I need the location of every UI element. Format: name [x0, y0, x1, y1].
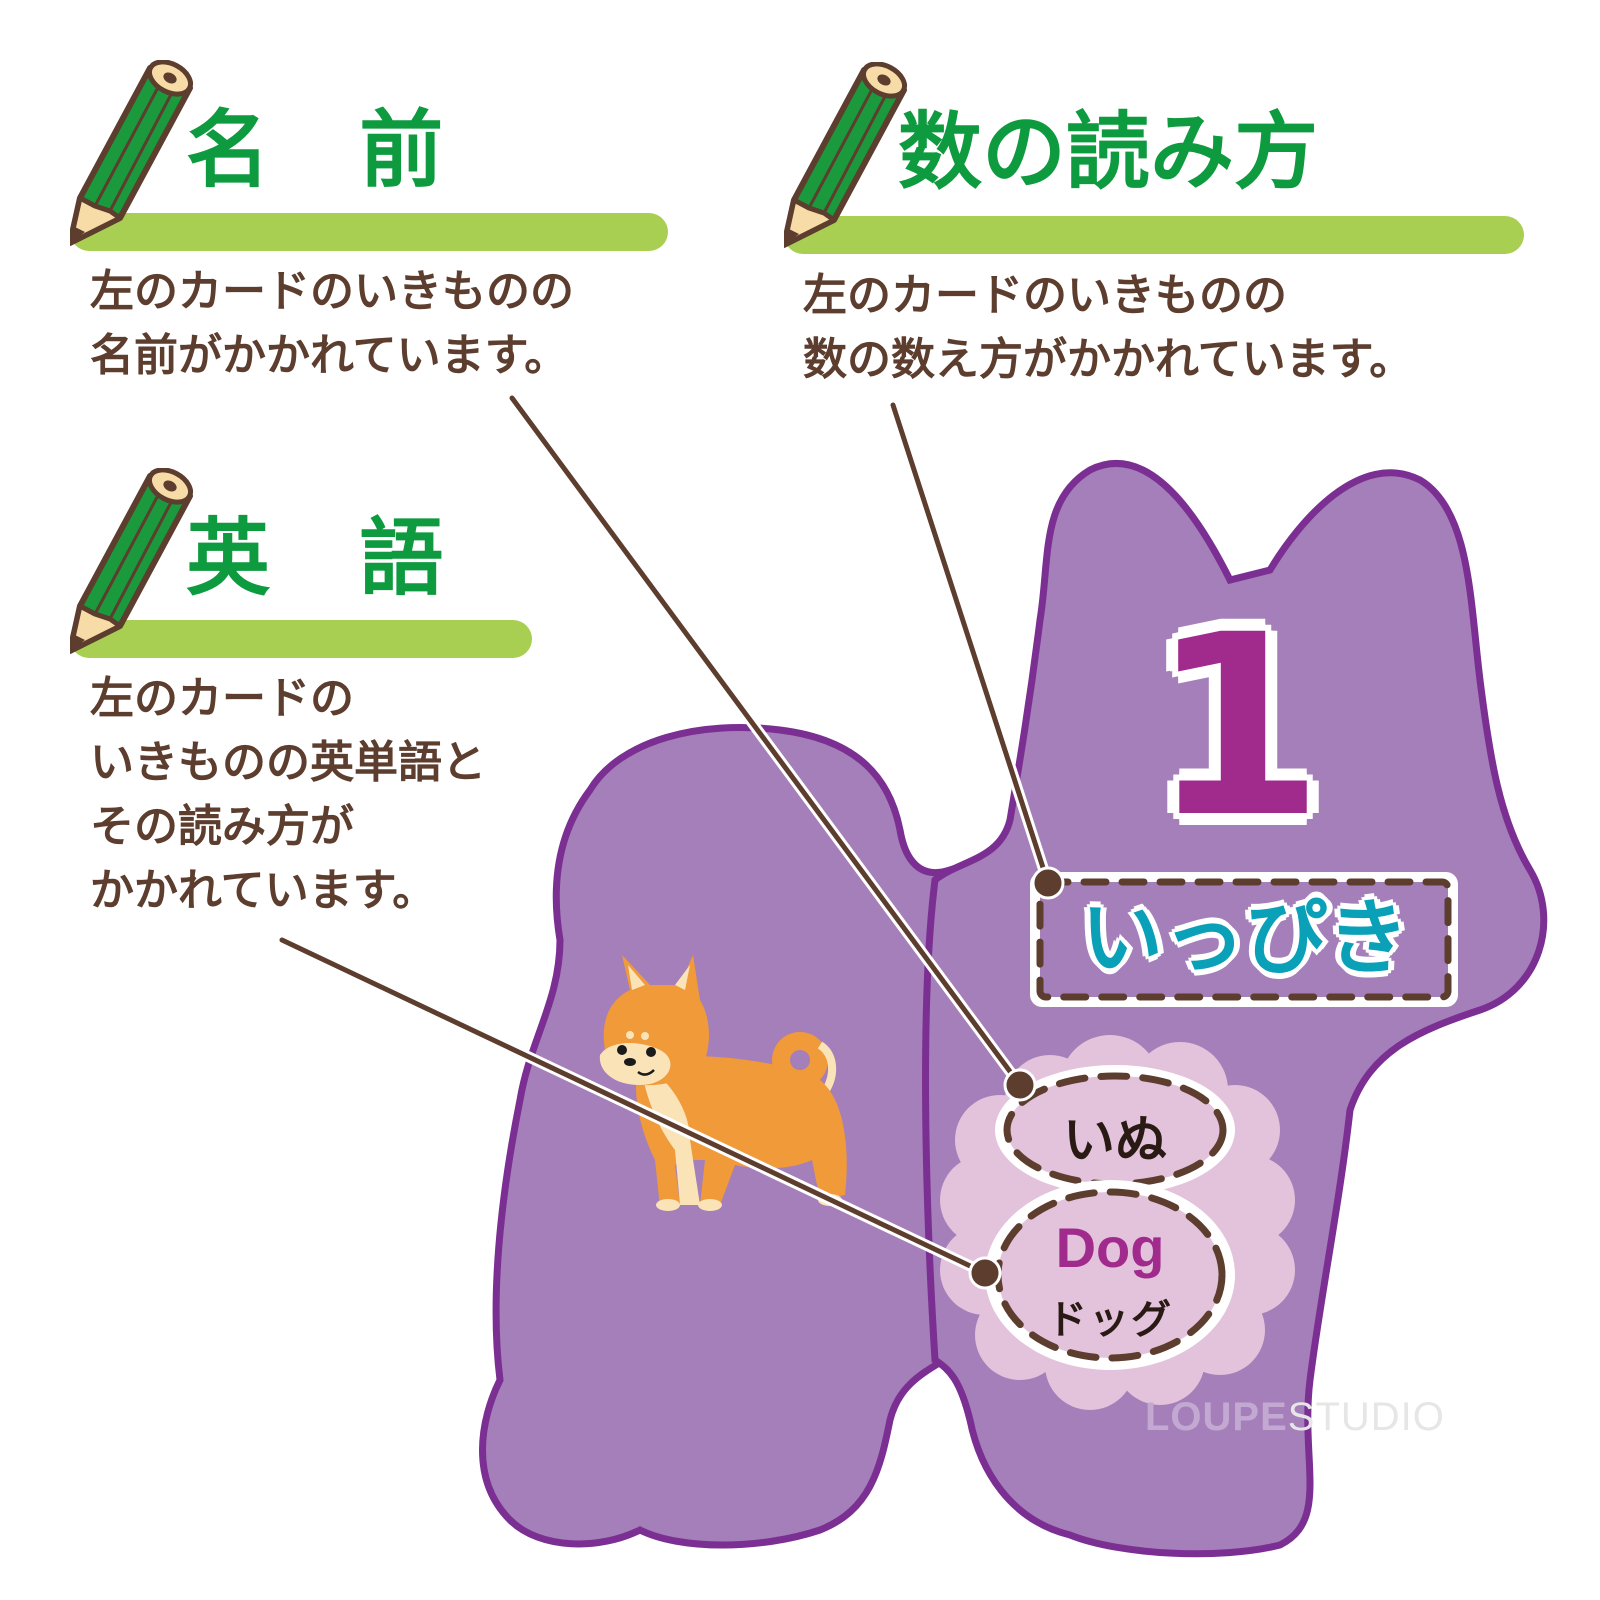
- leader-dot-english: [968, 1256, 1002, 1290]
- english-section-title: 英 語: [186, 509, 474, 607]
- counting-section-bar: [784, 216, 1524, 254]
- card-number: 1: [1150, 581, 1324, 872]
- leader-dot-name: [1003, 1068, 1037, 1102]
- shiba-dog-illustration: [599, 955, 847, 1211]
- counting-section-description: 左のカードのいきものの 数の数え方がかかれています。: [803, 270, 1414, 385]
- animal-name-english: Dog: [1055, 1216, 1165, 1279]
- english-section-bar: [70, 620, 532, 658]
- name-section-title: 名 前: [186, 101, 474, 199]
- watermark-brand: LOUPE: [1145, 1395, 1288, 1439]
- leader-dot-counter: [1031, 866, 1065, 900]
- animal-name-japanese: いぬ: [1062, 1111, 1167, 1171]
- counting-section-title: 数の読み方: [898, 103, 1319, 201]
- animal-name-english-reading: ドッグ: [1047, 1297, 1173, 1343]
- leader-lines: [276, 392, 1054, 1279]
- watermark-suffix: STUDIO: [1287, 1395, 1445, 1439]
- name-section-description: 左のカードのいきものの 名前がかかれています。: [90, 266, 574, 381]
- name-section-bar: [70, 213, 668, 251]
- watermark: LOUPESTUDIO: [1145, 1395, 1445, 1440]
- counter-reading-label: いっぴき: [1080, 891, 1409, 986]
- english-section-description: 左のカードの いきものの英単語と その読み方が かかれています。: [90, 673, 486, 916]
